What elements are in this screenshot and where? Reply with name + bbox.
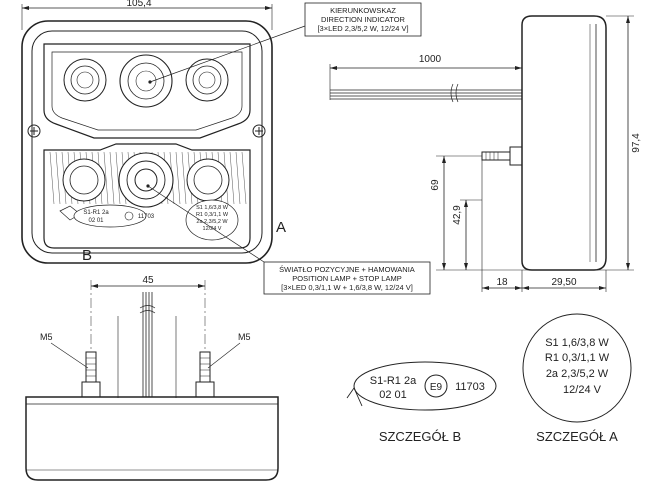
svg-text:KIERUNKOWSKAZ: KIERUNKOWSKAZ: [330, 6, 396, 15]
approval-number: 11703: [455, 381, 485, 393]
front-view: 105,4: [21, 0, 286, 264]
detail-b-line1: S1-R1 2a: [370, 375, 417, 387]
detail-b-line2: 02 01: [379, 389, 407, 401]
direction-led-1: [63, 58, 107, 102]
lens-rib: [229, 151, 235, 205]
svg-text:POSITION LAMP + STOP LAMP: POSITION LAMP + STOP LAMP: [292, 274, 401, 283]
svg-text:11703: 11703: [138, 214, 155, 220]
bottom-body-outline: [25, 396, 279, 481]
depth-dimension: 29,50: [551, 277, 576, 288]
svg-text:[3×LED 2,3/5,2 W, 12/24 V]: [3×LED 2,3/5,2 W, 12/24 V]: [317, 24, 408, 33]
cable-break-mark: [450, 83, 459, 103]
position-led-2: [118, 152, 174, 208]
lens-rib: [181, 151, 187, 205]
svg-text:02 01: 02 01: [88, 218, 104, 224]
lens-rib: [175, 151, 181, 205]
direction-led-2: [119, 54, 173, 108]
lens-rib: [49, 151, 55, 205]
position-led-3: [186, 158, 230, 202]
svg-text:DIRECTION INDICATOR: DIRECTION INDICATOR: [321, 15, 405, 24]
svg-text:2a 2,3/5,2 W: 2a 2,3/5,2 W: [196, 219, 228, 225]
lamp-body-outline: [21, 20, 273, 264]
width-dimension: 105,4: [126, 0, 151, 9]
stud-spacing-dimension: 45: [142, 275, 154, 286]
thread-label-right: M5: [238, 332, 251, 342]
detail-a-row: 12/24 V: [563, 384, 602, 396]
svg-text:12/24 V: 12/24 V: [203, 226, 222, 232]
mount-height-dimension: 69: [430, 179, 441, 191]
bottom-view: 45 M5 M5: [25, 275, 279, 481]
cable-length-dimension: 1000: [419, 54, 442, 65]
direction-lens: [43, 43, 251, 139]
side-view: 1000 69 42,9 97,4: [329, 15, 642, 292]
svg-text:[3×LED 0,3/1,1 W + 1,6/3,8 W,: [3×LED 0,3/1,1 W + 1,6/3,8 W, 12/24 V]: [281, 283, 413, 292]
lens-rib: [235, 151, 241, 205]
detail-b-caption: SZCZEGÓŁ B: [379, 429, 461, 444]
detail-b-marker: B: [82, 247, 92, 264]
position-callout: ŚWIATŁO POZYCYJNE + HAMOWANIA POSITION L…: [146, 184, 431, 295]
detail-a-marker: A: [276, 219, 286, 236]
screw-icon: [27, 124, 41, 138]
detail-a-row: 2a 2,3/5,2 W: [546, 368, 609, 380]
bottom-stud-right: [195, 351, 215, 398]
svg-text:R1 0,3/1,1 W: R1 0,3/1,1 W: [196, 212, 229, 218]
screw-icon: [252, 124, 266, 138]
direction-callout: KIERUNKOWSKAZ DIRECTION INDICATOR [3×LED…: [148, 2, 422, 84]
detail-b-arrow-icon: [346, 387, 363, 407]
direction-led-3: [185, 58, 229, 102]
lens-rib: [109, 151, 115, 205]
mount-offset-dimension: 42,9: [452, 205, 463, 225]
approval-mark: E9: [430, 382, 443, 393]
lens-rib: [115, 151, 121, 205]
thread-label-left: M5: [40, 332, 53, 342]
lens-rib: [103, 151, 109, 205]
detail-a: S1 1,6/3,8 W R1 0,3/1,1 W 2a 2,3/5,2 W 1…: [522, 313, 632, 444]
bottom-stud-left: [81, 351, 101, 398]
svg-text:ŚWIATŁO POZYCYJNE + HAMOWANIA: ŚWIATŁO POZYCYJNE + HAMOWANIA: [279, 265, 415, 274]
lens-rib: [241, 151, 247, 205]
svg-text:S1-R1 2a: S1-R1 2a: [83, 210, 109, 216]
stud-nut: [509, 146, 523, 166]
detail-a-row: S1 1,6/3,8 W: [545, 337, 609, 349]
svg-text:S1 1,6/3,8 W: S1 1,6/3,8 W: [196, 205, 229, 211]
detail-a-frame: [522, 313, 632, 423]
lamp-marking-right: S1 1,6/3,8 W R1 0,3/1,1 W 2a 2,3/5,2 W 1…: [185, 199, 239, 241]
lens-rib: [55, 151, 61, 205]
stud-offset-dimension: 18: [496, 277, 508, 288]
approval-mark-icon: [424, 374, 448, 398]
detail-b: S1-R1 2a 02 01 E9 11703 SZCZEGÓŁ B: [346, 361, 497, 444]
position-led-1: [62, 158, 106, 202]
height-dimension: 97,4: [631, 133, 642, 153]
side-body-outline: [521, 15, 607, 271]
detail-a-caption: SZCZEGÓŁ A: [536, 429, 618, 444]
lamp-marking-left: S1-R1 2a 02 01 11703: [59, 204, 155, 228]
detail-a-row: R1 0,3/1,1 W: [545, 352, 610, 364]
